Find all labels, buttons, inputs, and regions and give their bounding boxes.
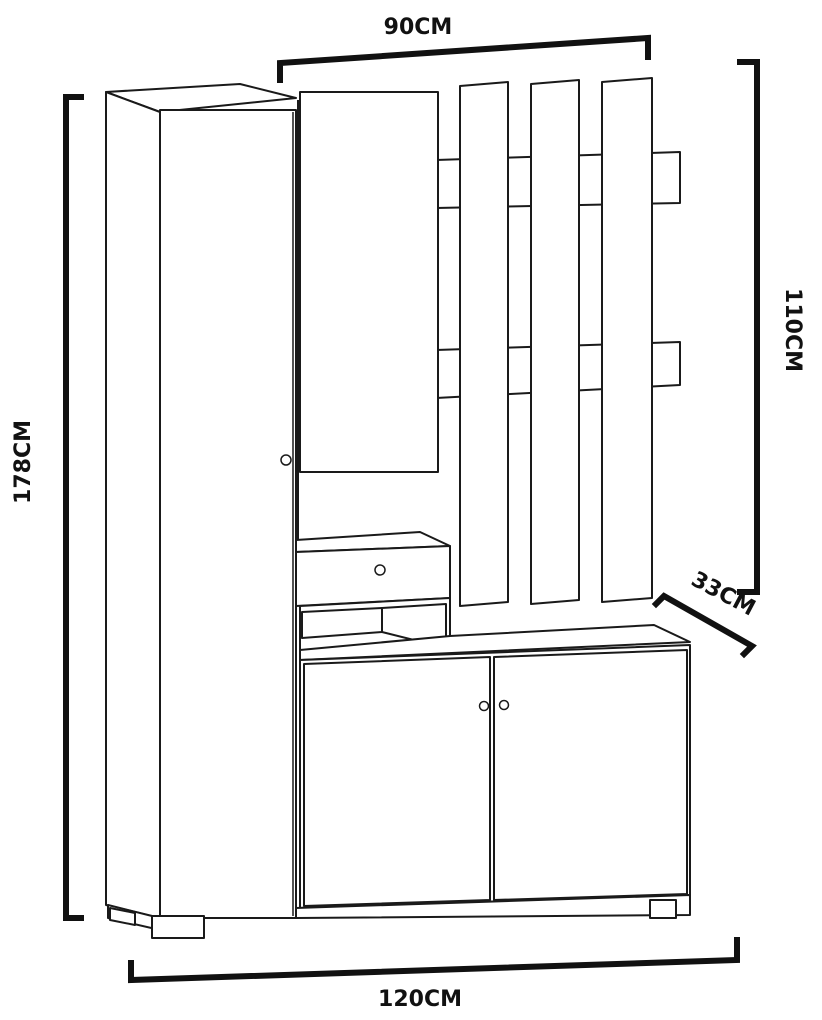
- slat-2: [530, 79, 580, 605]
- coat-rack-slats: [459, 77, 653, 607]
- left-door-knob: [478, 700, 490, 712]
- slat-1: [459, 81, 509, 607]
- top-width-label: 90CM: [384, 15, 453, 40]
- right-height-label: 110CM: [780, 288, 805, 372]
- low-cabinet: [295, 624, 691, 919]
- wardrobe-door: [159, 109, 297, 919]
- top-width-bar: [277, 34, 651, 83]
- wardrobe-foot: [151, 915, 205, 939]
- wardrobe-back-foot: [109, 907, 136, 926]
- cabinet-plinth: [295, 894, 691, 919]
- drawer-unit: [295, 531, 451, 607]
- slat-3: [601, 77, 653, 603]
- cabinet-foot: [649, 899, 677, 919]
- right-height-bar: [737, 59, 760, 595]
- drawer-front: [295, 545, 451, 607]
- bottom-width-label: 120CM: [378, 987, 462, 1012]
- depth-bar: [651, 592, 757, 659]
- mirror: [299, 91, 439, 473]
- cabinet-top: [299, 624, 691, 661]
- cabinet-left-door: [303, 656, 491, 907]
- mirror-frame: [299, 91, 439, 473]
- niche-left-compartment: [301, 607, 383, 639]
- wardrobe-knob: [280, 454, 292, 466]
- cabinet-right-door: [493, 649, 688, 901]
- wardrobe-side: [105, 91, 161, 919]
- left-height-bar: [63, 94, 84, 921]
- left-height-label: 178CM: [11, 420, 36, 504]
- drawer-knob: [374, 564, 386, 576]
- right-door-knob: [498, 699, 510, 711]
- dimension-lines: [63, 34, 760, 984]
- bottom-width-bar: [128, 937, 740, 984]
- tall-wardrobe: [105, 83, 297, 939]
